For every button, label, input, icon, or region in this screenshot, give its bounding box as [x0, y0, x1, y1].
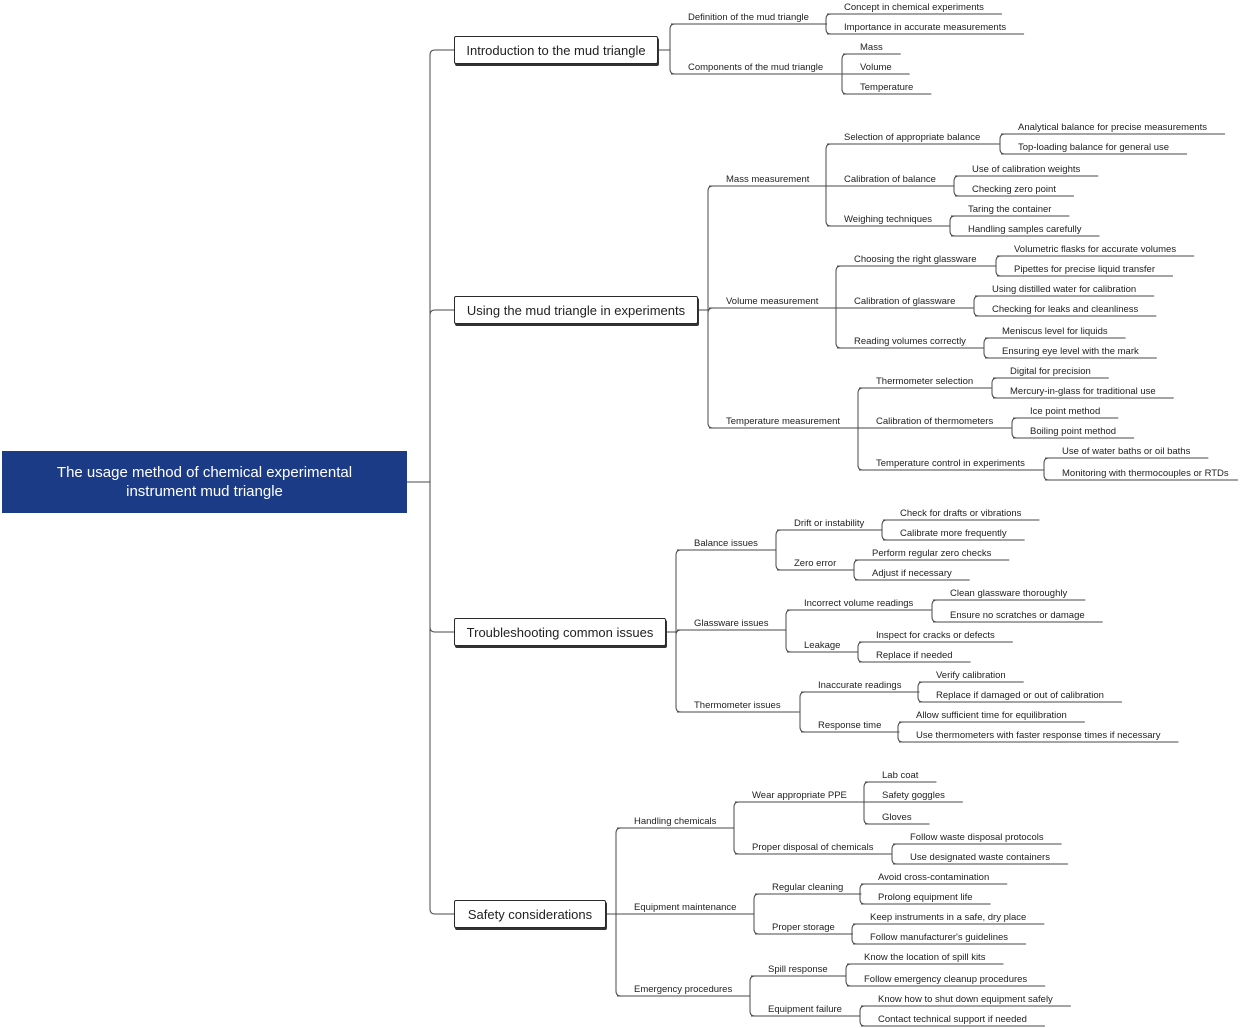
topic-2-2-1[interactable]: Response time — [818, 720, 882, 731]
topic-1-1-1[interactable]: Calibration of glassware — [854, 296, 956, 307]
topic-3-1-0-0[interactable]: Avoid cross-contamination — [878, 872, 990, 883]
connector-main-3 — [429, 482, 454, 915]
topic-1-0[interactable]: Mass measurement — [726, 174, 810, 185]
topic-1-2-2-1[interactable]: Monitoring with thermocouples or RTDs — [1062, 468, 1229, 479]
topic-2-2[interactable]: Thermometer issues — [694, 700, 781, 711]
topic-1-0-0[interactable]: Selection of appropriate balance — [844, 132, 981, 143]
topic-1-0-1-0[interactable]: Use of calibration weights — [972, 164, 1081, 175]
topic-0-1-1[interactable]: Volume — [860, 62, 892, 73]
topic-1-1-1-1[interactable]: Checking for leaks and cleanliness — [992, 304, 1139, 315]
root-topic[interactable]: The usage method of chemical experimenta… — [2, 451, 407, 513]
topic-2-1-1-0[interactable]: Inspect for cracks or defects — [876, 630, 995, 641]
topic-1-1-2-0[interactable]: Meniscus level for liquids — [1002, 326, 1108, 337]
topic-1-0-1[interactable]: Calibration of balance — [844, 174, 936, 185]
topic-3-0-0-1[interactable]: Safety goggles — [882, 790, 945, 801]
connector-main-0 — [429, 49, 454, 482]
topic-1-0-2[interactable]: Weighing techniques — [844, 214, 933, 225]
connector-main-1 — [429, 309, 454, 482]
topic-1-1-2-1[interactable]: Ensuring eye level with the mark — [1002, 346, 1139, 357]
topic-1-1-1-0[interactable]: Using distilled water for calibration — [992, 284, 1137, 295]
main-topic-1[interactable]: Using the mud triangle in experiments — [454, 296, 698, 324]
topic-2-2-0[interactable]: Inaccurate readings — [818, 680, 902, 691]
topic-1-2-2[interactable]: Temperature control in experiments — [876, 458, 1025, 469]
topic-3-2-0-0[interactable]: Know the location of spill kits — [864, 952, 986, 963]
topic-1-2-1-0[interactable]: Ice point method — [1030, 406, 1101, 417]
topic-2-2-1-1[interactable]: Use thermometers with faster response ti… — [916, 730, 1161, 741]
topic-1-2-0-1[interactable]: Mercury-in-glass for traditional use — [1010, 386, 1156, 397]
topic-2-0-1-0[interactable]: Perform regular zero checks — [872, 548, 992, 559]
topic-2-1-0[interactable]: Incorrect volume readings — [804, 598, 914, 609]
topic-2-1-1[interactable]: Leakage — [804, 640, 841, 651]
topic-3-1-0-1[interactable]: Prolong equipment life — [878, 892, 973, 903]
topic-3-0-1[interactable]: Proper disposal of chemicals — [752, 842, 874, 853]
topic-3-1[interactable]: Equipment maintenance — [634, 902, 737, 913]
topic-3-0-0[interactable]: Wear appropriate PPE — [752, 790, 847, 801]
topic-2-0[interactable]: Balance issues — [694, 538, 758, 549]
topic-1-0-0-0[interactable]: Analytical balance for precise measureme… — [1018, 122, 1208, 133]
topic-3-0-1-0[interactable]: Follow waste disposal protocols — [910, 832, 1044, 843]
topic-3-2-1-1[interactable]: Contact technical support if needed — [878, 1014, 1027, 1025]
topic-3-1-0[interactable]: Regular cleaning — [772, 882, 844, 893]
topic-3-2-0-1[interactable]: Follow emergency cleanup procedures — [864, 974, 1028, 985]
main-topic-2[interactable]: Troubleshooting common issues — [454, 618, 666, 646]
topic-1-0-0-1[interactable]: Top-loading balance for general use — [1018, 142, 1170, 153]
topic-1-0-2-0[interactable]: Taring the container — [968, 204, 1052, 215]
topic-0-0-1[interactable]: Importance in accurate measurements — [844, 22, 1007, 33]
topic-1-2-0[interactable]: Thermometer selection — [876, 376, 974, 387]
topic-1-2-1-1[interactable]: Boiling point method — [1030, 426, 1117, 437]
topic-1-1-0[interactable]: Choosing the right glassware — [854, 254, 977, 265]
topic-1-0-1-1[interactable]: Checking zero point — [972, 184, 1056, 195]
topic-0-0[interactable]: Definition of the mud triangle — [688, 12, 809, 23]
main-topic-0[interactable]: Introduction to the mud triangle — [454, 36, 658, 64]
topic-3-0-1-1[interactable]: Use designated waste containers — [910, 852, 1050, 863]
topic-2-1-0-0[interactable]: Clean glassware thoroughly — [950, 588, 1068, 599]
topic-1-2-2-0[interactable]: Use of water baths or oil baths — [1062, 446, 1191, 457]
topic-1-2[interactable]: Temperature measurement — [726, 416, 841, 427]
topic-2-0-0[interactable]: Drift or instability — [794, 518, 865, 529]
topic-1-1-2[interactable]: Reading volumes correctly — [854, 336, 966, 347]
topic-1-2-0-0[interactable]: Digital for precision — [1010, 366, 1091, 377]
topic-0-1-2[interactable]: Temperature — [860, 82, 914, 93]
topic-3-1-1-1[interactable]: Follow manufacturer's guidelines — [870, 932, 1009, 943]
topic-0-1[interactable]: Components of the mud triangle — [688, 62, 824, 73]
topic-1-1-0-0[interactable]: Volumetric flasks for accurate volumes — [1014, 244, 1177, 255]
topic-2-2-0-1[interactable]: Replace if damaged or out of calibration — [936, 690, 1104, 701]
topic-2-0-1[interactable]: Zero error — [794, 558, 837, 569]
topic-3-2-1-0[interactable]: Know how to shut down equipment safely — [878, 994, 1053, 1005]
topic-2-0-0-0[interactable]: Check for drafts or vibrations — [900, 508, 1022, 519]
topic-3-0-0-0[interactable]: Lab coat — [882, 770, 919, 781]
topic-2-1[interactable]: Glassware issues — [694, 618, 769, 629]
topic-3-0-0-2[interactable]: Gloves — [882, 812, 912, 823]
topic-0-0-0[interactable]: Concept in chemical experiments — [844, 2, 984, 13]
topic-1-1[interactable]: Volume measurement — [726, 296, 819, 307]
topic-2-0-0-1[interactable]: Calibrate more frequently — [900, 528, 1007, 539]
topic-2-2-0-0[interactable]: Verify calibration — [936, 670, 1006, 681]
topic-0-1-0[interactable]: Mass — [860, 42, 883, 53]
main-topic-3[interactable]: Safety considerations — [454, 900, 606, 928]
topic-3-2[interactable]: Emergency procedures — [634, 984, 733, 995]
topic-1-1-0-1[interactable]: Pipettes for precise liquid transfer — [1014, 264, 1155, 275]
topic-3-2-1[interactable]: Equipment failure — [768, 1004, 842, 1015]
topic-2-1-1-1[interactable]: Replace if needed — [876, 650, 953, 661]
topic-3-0[interactable]: Handling chemicals — [634, 816, 717, 827]
topic-2-2-1-0[interactable]: Allow sufficient time for equilibration — [916, 710, 1067, 721]
topic-2-1-0-1[interactable]: Ensure no scratches or damage — [950, 610, 1085, 621]
topic-1-2-1[interactable]: Calibration of thermometers — [876, 416, 994, 427]
topic-3-2-0[interactable]: Spill response — [768, 964, 828, 975]
topic-3-1-1-0[interactable]: Keep instruments in a safe, dry place — [870, 912, 1027, 923]
topic-2-0-1-1[interactable]: Adjust if necessary — [872, 568, 952, 579]
topic-1-0-2-1[interactable]: Handling samples carefully — [968, 224, 1082, 235]
topic-3-1-1[interactable]: Proper storage — [772, 922, 835, 933]
